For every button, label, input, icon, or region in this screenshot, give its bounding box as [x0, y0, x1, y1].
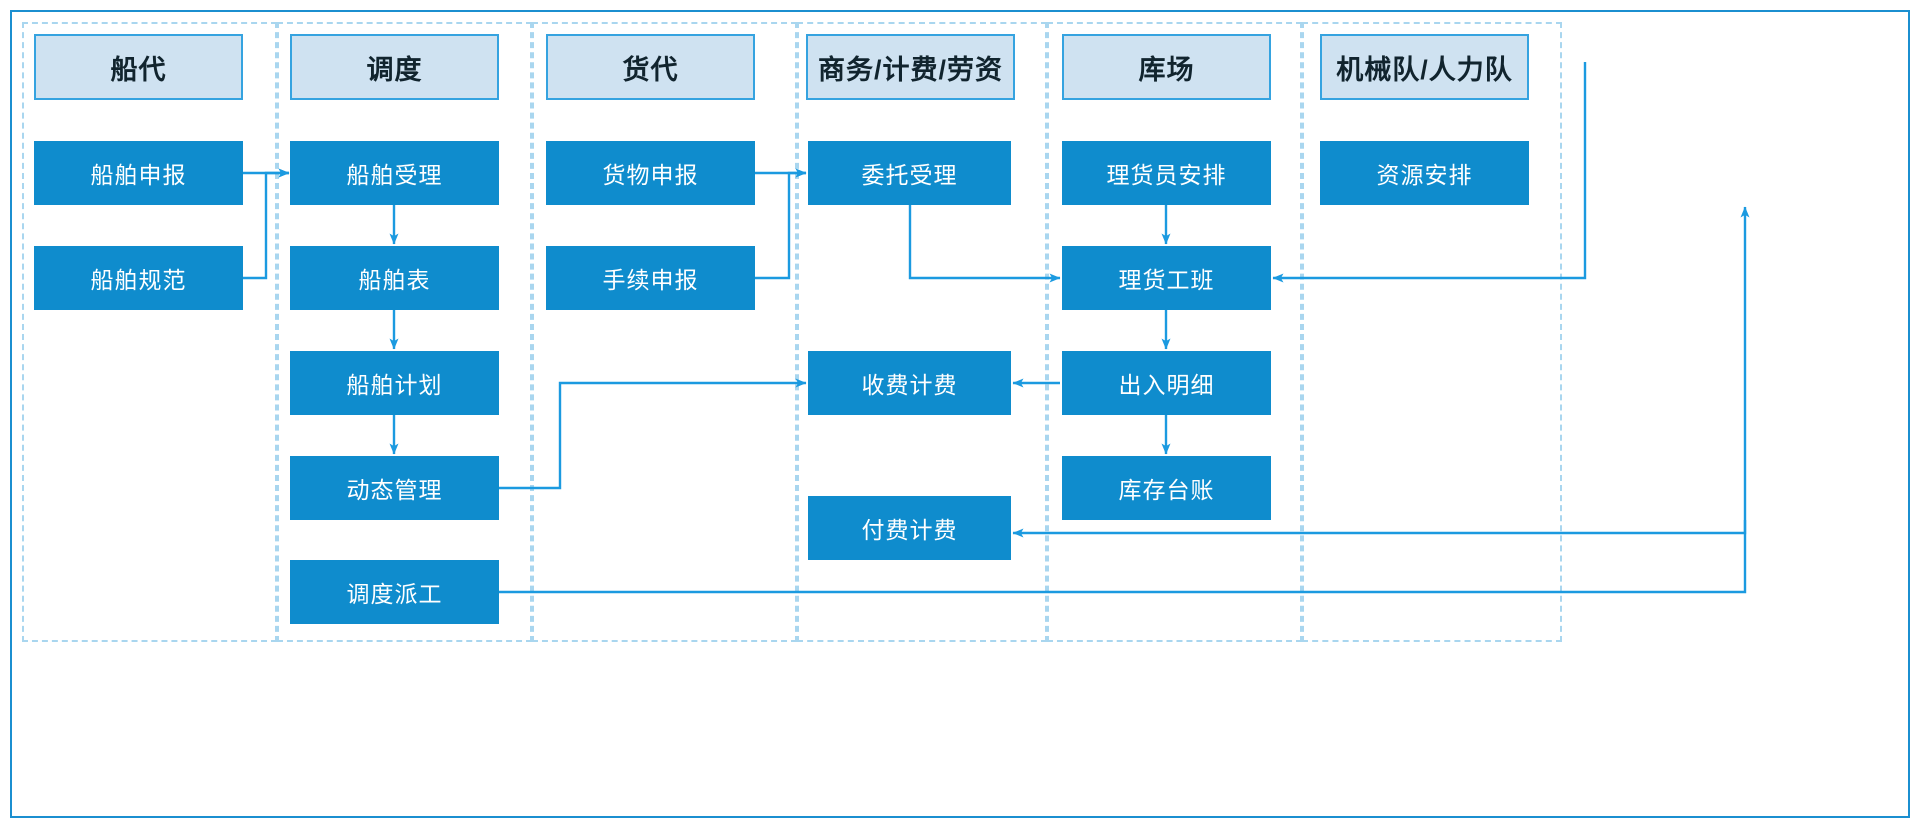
process-node-船舶计划[interactable]: 船舶计划	[290, 351, 499, 415]
process-node-出入明细[interactable]: 出入明细	[1062, 351, 1271, 415]
process-node-理货工班[interactable]: 理货工班	[1062, 246, 1271, 310]
swimlane-船代	[22, 22, 277, 642]
swimlane-调度	[277, 22, 532, 642]
process-node-船舶规范[interactable]: 船舶规范	[34, 246, 243, 310]
process-node-委托受理[interactable]: 委托受理	[808, 141, 1011, 205]
swimlane-货代	[532, 22, 797, 642]
process-node-货物申报[interactable]: 货物申报	[546, 141, 755, 205]
process-node-船舶受理[interactable]: 船舶受理	[290, 141, 499, 205]
lane-header-调度[interactable]: 调度	[290, 34, 499, 100]
process-node-手续申报[interactable]: 手续申报	[546, 246, 755, 310]
lane-header-货代[interactable]: 货代	[546, 34, 755, 100]
process-node-收费计费[interactable]: 收费计费	[808, 351, 1011, 415]
lane-header-商务/计费/劳资[interactable]: 商务/计费/劳资	[806, 34, 1015, 100]
process-node-付费计费[interactable]: 付费计费	[808, 496, 1011, 560]
process-node-船舶申报[interactable]: 船舶申报	[34, 141, 243, 205]
process-node-资源安排[interactable]: 资源安排	[1320, 141, 1529, 205]
lane-header-库场[interactable]: 库场	[1062, 34, 1271, 100]
swimlane-库场	[1047, 22, 1302, 642]
process-node-理货员安排[interactable]: 理货员安排	[1062, 141, 1271, 205]
process-node-动态管理[interactable]: 动态管理	[290, 456, 499, 520]
process-node-船舶表[interactable]: 船舶表	[290, 246, 499, 310]
process-node-库存台账[interactable]: 库存台账	[1062, 456, 1271, 520]
swimlane-机械队/人力队	[1302, 22, 1562, 642]
lane-header-船代[interactable]: 船代	[34, 34, 243, 100]
lane-header-机械队/人力队[interactable]: 机械队/人力队	[1320, 34, 1529, 100]
process-node-调度派工[interactable]: 调度派工	[290, 560, 499, 624]
